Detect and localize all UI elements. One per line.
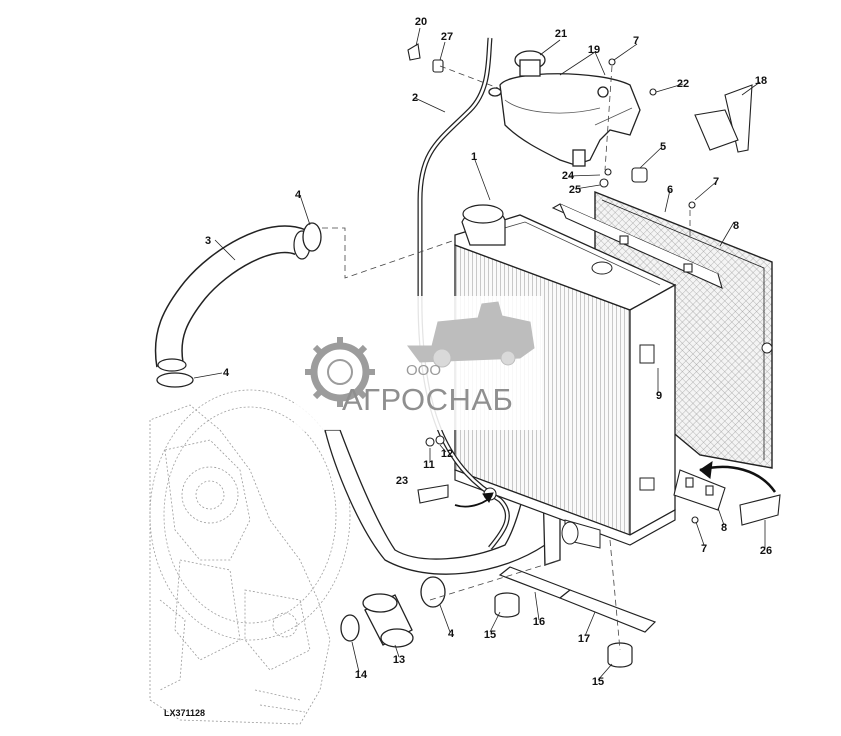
callout-18: 18 (755, 75, 767, 87)
hose-clamps (156, 222, 446, 608)
radiator-screen (594, 190, 773, 469)
callout-20: 20 (415, 16, 427, 28)
watermark-prefix: ООО (406, 362, 441, 379)
fan-ring (149, 389, 351, 641)
callout-25: 25 (569, 184, 581, 196)
callout-17: 17 (578, 633, 590, 645)
callout-3: 3 (205, 235, 211, 247)
figure-reference: LX371128 (164, 708, 205, 718)
callout-7c: 7 (701, 543, 707, 555)
small-parts (407, 43, 781, 526)
callout-21: 21 (555, 28, 567, 40)
callout-19: 19 (588, 44, 600, 56)
callout-22: 22 (677, 78, 689, 90)
rubber-mounts (494, 592, 633, 668)
callout-4a: 4 (295, 189, 302, 201)
callout-24: 24 (562, 170, 575, 182)
callout-4b: 4 (223, 367, 230, 379)
callout-15b: 15 (592, 676, 604, 688)
watermark-name: АГРОСНАБ (342, 382, 513, 417)
expansion-tank (488, 50, 641, 167)
bracket-top (551, 203, 723, 289)
combine-harvester-icon (407, 301, 535, 368)
leader-lines (193, 27, 766, 681)
callout-13: 13 (393, 654, 405, 666)
baffle-plates (498, 566, 657, 633)
callout-7b: 7 (713, 176, 719, 188)
callout-27: 27 (441, 31, 453, 43)
callout-23: 23 (396, 475, 408, 487)
callout-2: 2 (412, 92, 418, 104)
callout-4c: 4 (448, 628, 455, 640)
callout-11: 11 (423, 459, 435, 471)
callout-1: 1 (471, 151, 477, 163)
assembly-lines (322, 65, 691, 651)
callout-14: 14 (355, 669, 368, 681)
upper-hose (154, 225, 311, 372)
watermark: ООО АГРОСНАБ (294, 296, 542, 430)
bracket-lower (673, 469, 726, 511)
arrows (454, 460, 777, 508)
callout-26: 26 (760, 545, 772, 557)
callout-6: 6 (667, 184, 673, 196)
lower-hose (340, 593, 414, 648)
callout-9: 9 (656, 390, 662, 402)
callout-15a: 15 (484, 629, 496, 641)
gear-icon (305, 337, 375, 407)
callout-5: 5 (660, 141, 666, 153)
callout-12: 12 (441, 448, 453, 460)
callout-16: 16 (533, 616, 545, 628)
callouts: 1 2 3 4 4 4 5 6 7 7 7 8 8 9 11 12 13 14 … (205, 16, 772, 688)
callout-8a: 8 (733, 220, 739, 232)
callout-8b: 8 (721, 522, 727, 534)
engine-outline (149, 404, 331, 725)
callout-7a: 7 (633, 35, 639, 47)
